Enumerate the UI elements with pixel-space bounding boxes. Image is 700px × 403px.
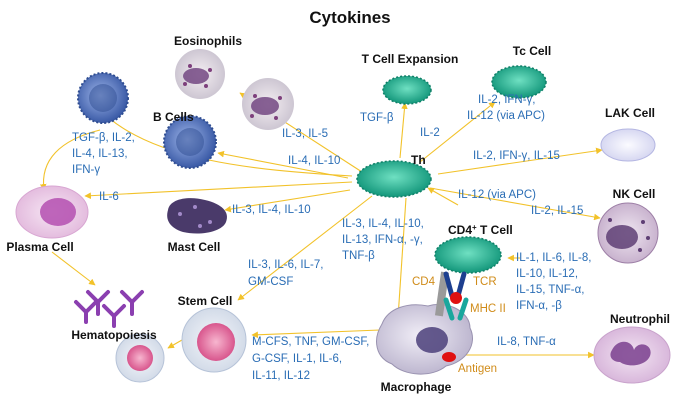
cytokines-stem-line2: GM-CSF: [248, 276, 293, 288]
antibody-icons: [74, 290, 144, 328]
arrow-plasma-to-hematopoiesis: [51, 251, 96, 286]
label-macrophage: Macrophage: [381, 380, 452, 394]
label-b-cells: B Cells: [153, 110, 194, 124]
cytokines-neutrophil: IL-8, TNF-α: [497, 336, 556, 348]
cd4-t-cell: [434, 236, 502, 274]
cytokines-nk-apc: IL-12 (via APC): [458, 189, 536, 201]
cytokines-macro-line3: IL-11, IL-12: [252, 370, 310, 382]
progenitor-cell: [115, 333, 165, 383]
cytokines-tc-line2: IL-12 (via APC): [467, 110, 545, 122]
cytokines-cd4-line1: IL-1, IL-6, IL-8,: [516, 252, 591, 264]
cytokines-nk: IL-2, IL-15: [531, 205, 583, 217]
mast-cell: [167, 198, 228, 234]
cytokines-mast: IL-3, IL-4, IL-10: [232, 204, 311, 216]
cytokines-tc-line1: IL-2, IFN-γ,: [478, 94, 536, 106]
cytokines-plasma-line2: IL-4, IL-13,: [72, 148, 128, 160]
label-hematopoiesis: Hematopoiesis: [71, 328, 157, 342]
label-eosinophils: Eosinophils: [174, 34, 242, 48]
cytokines-plasma-line3: IFN-γ: [72, 164, 100, 176]
cytokines-eosinophils: IL-3, IL-5: [282, 128, 328, 140]
label-plasma-cell: Plasma Cell: [6, 240, 73, 254]
cytokines-plasma-line1: TGF-β, IL-2,: [72, 132, 135, 144]
arrows: [39, 92, 603, 359]
label-cd4-t-cell: CD4+ T Cell: [448, 223, 513, 237]
cytokines-lak: IL-2, IFN-γ, IL-15: [473, 150, 560, 162]
tcr-mhc-complex: [443, 271, 469, 321]
label-tcr: TCR: [473, 276, 497, 288]
label-tc-cell: Tc Cell: [513, 44, 551, 58]
tc-cell: [491, 65, 547, 99]
arrow-th-to-macrophage: [395, 197, 407, 319]
label-lak-cell: LAK Cell: [605, 106, 655, 120]
th-cell: [356, 160, 432, 198]
arrow-th-to-tc-cell: [419, 101, 496, 163]
plasma-cell: [15, 185, 89, 239]
arrow-th-to-mast-cell: [224, 189, 351, 213]
arrow-th-to-stem-cell: [237, 195, 373, 301]
cytokines-th-line2: IL-13, IFN-α, -γ,: [342, 234, 423, 246]
eosinophil-cell-top: [175, 49, 225, 99]
arrow-cd4-to-th: [427, 187, 459, 206]
eosinophil-cell-lower: [242, 78, 294, 130]
label-stem-cell: Stem Cell: [178, 294, 233, 308]
arrow-macrophage-to-stem: [251, 329, 381, 339]
cytokines-macro-line1: M-CFS, TNF, GM-CSF,: [252, 336, 369, 348]
b-cell: [163, 115, 217, 169]
lak-cell: [600, 128, 656, 162]
label-t-cell-expansion: T Cell Expansion: [362, 52, 459, 66]
diagram-title: Cytokines: [309, 8, 390, 27]
arrow-b-cell-to-plasma: [39, 129, 101, 191]
cytokines-t-expansion-tgf: TGF-β: [360, 112, 394, 124]
label-cd4-molecule: CD4: [412, 276, 436, 288]
cytokines-t-expansion-il2: IL-2: [420, 127, 440, 139]
neutrophil-cell: [593, 326, 671, 384]
nk-cell: [597, 202, 659, 264]
label-nk-cell: NK Cell: [613, 187, 656, 201]
cytokines-stem-line1: IL-3, IL-6, IL-7,: [248, 259, 323, 271]
cytokines-th-line3: TNF-β: [342, 250, 375, 262]
arrow-th-to-t-expansion: [399, 102, 408, 159]
arrow-th-to-lak-cell: [437, 147, 603, 175]
cytokines-macro-line2: G-CSF, IL-1, IL-6,: [252, 353, 342, 365]
cytokines-cd4-line2: IL-10, IL-12,: [516, 268, 578, 280]
cd4-receptor: [434, 271, 450, 317]
label-neutrophil: Neutrophil: [610, 312, 670, 326]
cytokines-plasma-il6: IL-6: [99, 191, 119, 203]
label-antigen: Antigen: [458, 363, 497, 375]
cytokines-cd4-line3: IL-15, TNF-α,: [516, 284, 584, 296]
arrow-il6-to-plasma: [84, 181, 353, 199]
arrow-stem-to-progenitor: [167, 339, 183, 349]
cytokines-b-cells: IL-4, IL-10: [288, 155, 340, 167]
b-cell-top-left: [77, 72, 129, 124]
antigen-dot: [442, 352, 456, 362]
stem-cell: [181, 307, 247, 373]
cytokines-th-line1: IL-3, IL-4, IL-10,: [342, 218, 424, 230]
cytokines-cd4-line4: IFN-α, -β: [516, 300, 562, 312]
label-mast-cell: Mast Cell: [168, 240, 221, 254]
arrow-th-to-nk-cell: [429, 187, 601, 221]
t-expansion-cell: [382, 75, 432, 105]
label-th: Th: [411, 153, 426, 167]
label-mhc-ii: MHC II: [470, 303, 506, 315]
